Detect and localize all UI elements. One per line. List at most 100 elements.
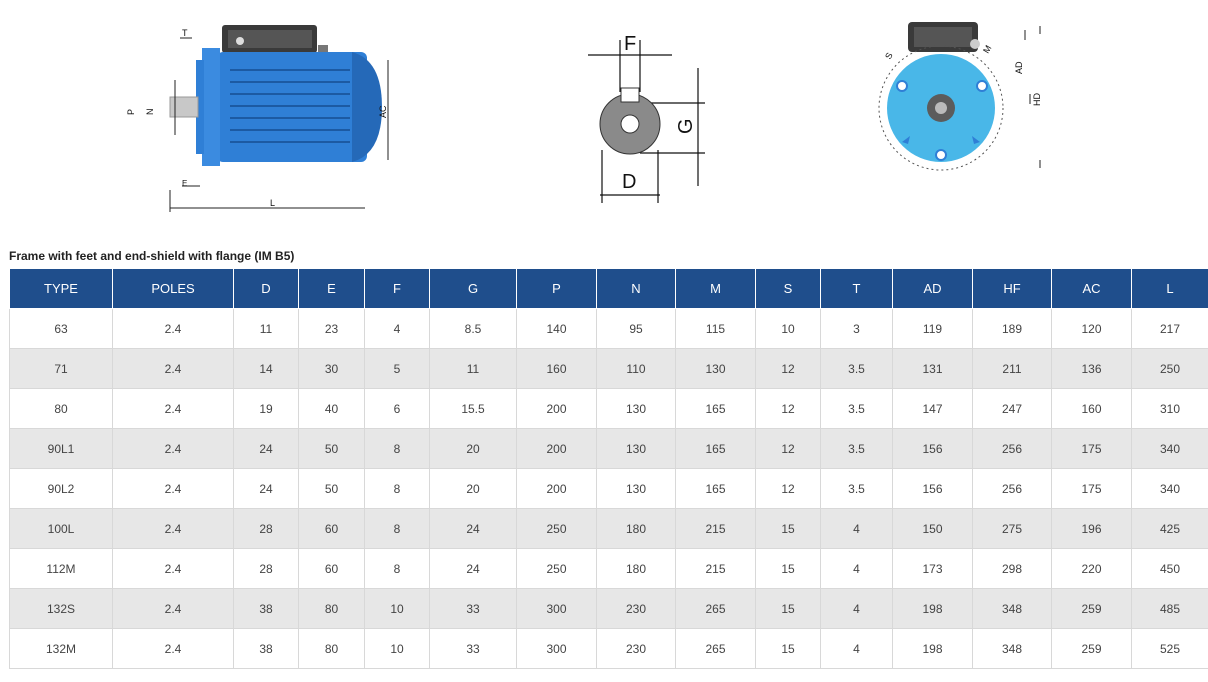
table-cell-f: 10	[364, 628, 430, 669]
column-header-type: TYPE	[9, 268, 113, 309]
key-slot	[620, 87, 640, 103]
table-cell-f: 10	[364, 588, 430, 629]
table-cell-f: 4	[364, 308, 430, 349]
flange	[202, 48, 220, 166]
dim-label-g: G	[675, 118, 697, 134]
table-cell-p: 250	[516, 508, 597, 549]
table-cell-m: 165	[675, 468, 756, 509]
table-cell-s: 15	[755, 588, 821, 629]
fan-cover	[352, 52, 382, 162]
table-cell-m: 215	[675, 548, 756, 589]
table-cell-poles: 2.4	[112, 548, 234, 589]
table-cell-poles: 2.4	[112, 348, 234, 389]
table-cell-p: 250	[516, 548, 597, 589]
table-cell-hf: 275	[972, 508, 1052, 549]
table-cell-f: 8	[364, 548, 430, 589]
table-cell-f: 6	[364, 388, 430, 429]
table-cell-poles: 2.4	[112, 388, 234, 429]
table-cell-hf: 256	[972, 468, 1052, 509]
table-cell-t: 3.5	[820, 468, 893, 509]
table-cell-d: 28	[233, 508, 299, 549]
table-cell-d: 38	[233, 588, 299, 629]
table-cell-p: 200	[516, 388, 597, 429]
table-cell-e: 40	[298, 388, 365, 429]
table-cell-ad: 150	[892, 508, 973, 549]
table-cell-s: 12	[755, 428, 821, 469]
dim-label-d: D	[622, 171, 636, 193]
column-header-g: G	[429, 268, 517, 309]
column-header-m: M	[675, 268, 756, 309]
table-cell-t: 3.5	[820, 348, 893, 389]
table-cell-n: 180	[596, 548, 676, 589]
table-cell-g: 15.5	[429, 388, 517, 429]
table-cell-t: 4	[820, 588, 893, 629]
table-cell-ac: 160	[1051, 388, 1132, 429]
table-cell-f: 8	[364, 428, 430, 469]
table-cell-poles: 2.4	[112, 308, 234, 349]
shaft	[169, 96, 199, 118]
table-cell-ac: 175	[1051, 428, 1132, 469]
table-cell-type: 112M	[9, 548, 113, 589]
table-cell-ac: 259	[1051, 628, 1132, 669]
table-cell-ad: 156	[892, 428, 973, 469]
column-header-poles: POLES	[112, 268, 234, 309]
table-cell-type: 63	[9, 308, 113, 349]
table-caption: Frame with feet and end-shield with flan…	[9, 249, 295, 263]
column-header-l: L	[1131, 268, 1208, 309]
table-cell-hf: 247	[972, 388, 1052, 429]
table-cell-hf: 211	[972, 348, 1052, 389]
table-cell-ac: 220	[1051, 548, 1132, 589]
dim-label-t: T	[182, 28, 188, 38]
table-cell-ac: 259	[1051, 588, 1132, 629]
motor-side-view-diagram: T P N AC E L	[120, 0, 400, 225]
table-cell-e: 50	[298, 428, 365, 469]
column-header-n: N	[596, 268, 676, 309]
table-cell-g: 24	[429, 508, 517, 549]
table-cell-s: 10	[755, 308, 821, 349]
dim-label-p: P	[126, 109, 136, 115]
motor-front-view-diagram: S M AD HD	[870, 0, 1060, 185]
table-cell-ad: 198	[892, 628, 973, 669]
table-cell-n: 180	[596, 508, 676, 549]
table-cell-hf: 348	[972, 588, 1052, 629]
table-cell-n: 130	[596, 468, 676, 509]
table-cell-type: 80	[9, 388, 113, 429]
table-cell-l: 340	[1131, 428, 1208, 469]
table-cell-hf: 189	[972, 308, 1052, 349]
table-cell-m: 265	[675, 628, 756, 669]
column-header-hf: HF	[972, 268, 1052, 309]
column-header-p: P	[516, 268, 597, 309]
table-cell-g: 33	[429, 588, 517, 629]
dimension-diagrams: T P N AC E L F G	[0, 0, 1208, 240]
table-cell-m: 115	[675, 308, 756, 349]
table-cell-ac: 175	[1051, 468, 1132, 509]
table-cell-ac: 120	[1051, 308, 1132, 349]
table-cell-d: 24	[233, 468, 299, 509]
table-cell-p: 200	[516, 468, 597, 509]
table-cell-s: 12	[755, 388, 821, 429]
table-cell-m: 165	[675, 428, 756, 469]
table-cell-type: 90L1	[9, 428, 113, 469]
table-cell-e: 60	[298, 508, 365, 549]
table-cell-g: 11	[429, 348, 517, 389]
table-cell-f: 8	[364, 468, 430, 509]
table-cell-p: 300	[516, 628, 597, 669]
table-cell-p: 300	[516, 588, 597, 629]
table-cell-type: 71	[9, 348, 113, 389]
column-header-e: E	[298, 268, 365, 309]
table-cell-s: 15	[755, 628, 821, 669]
table-cell-type: 100L	[9, 508, 113, 549]
table-cell-p: 140	[516, 308, 597, 349]
table-cell-s: 12	[755, 468, 821, 509]
table-cell-type: 132M	[9, 628, 113, 669]
table-cell-l: 485	[1131, 588, 1208, 629]
table-cell-poles: 2.4	[112, 588, 234, 629]
